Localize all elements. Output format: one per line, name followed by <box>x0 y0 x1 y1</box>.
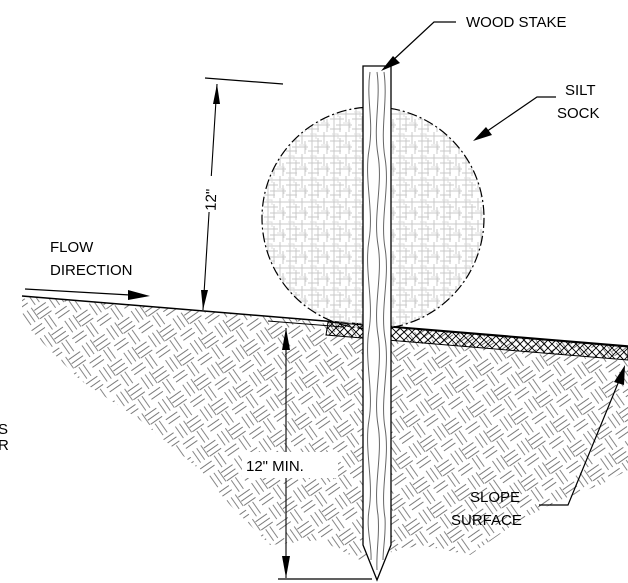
silt-sock-label-line1: SILT <box>565 82 596 99</box>
slope-surface-label-line2: SURFACE <box>451 512 522 529</box>
soil-hatch <box>22 296 628 560</box>
wood-stake-leader <box>381 21 456 71</box>
flow-label-line1: FLOW <box>50 239 94 256</box>
silt-sock-leader <box>473 96 556 141</box>
netting-strip <box>325 321 628 361</box>
edge-fragment-line2: R <box>0 437 9 454</box>
dimension-bottom: 12" MIN. <box>242 320 372 580</box>
flow-label-line2: DIRECTION <box>50 262 133 279</box>
silt-sock-label-line2: SOCK <box>557 105 600 122</box>
slope-surface-leader <box>539 365 625 506</box>
dimension-bottom-label: 12" MIN. <box>246 458 304 475</box>
flow-direction-arrow <box>24 288 150 300</box>
edge-fragment-line1: S <box>0 421 8 438</box>
ground-surface-line <box>21 295 628 347</box>
wood-stake <box>362 65 392 582</box>
slope-surface-label-line1: SLOPE <box>470 489 520 506</box>
dimension-top: 12" <box>200 77 284 311</box>
wood-stake-label: WOOD STAKE <box>466 14 567 31</box>
dimension-top-label: 12" <box>203 189 221 212</box>
